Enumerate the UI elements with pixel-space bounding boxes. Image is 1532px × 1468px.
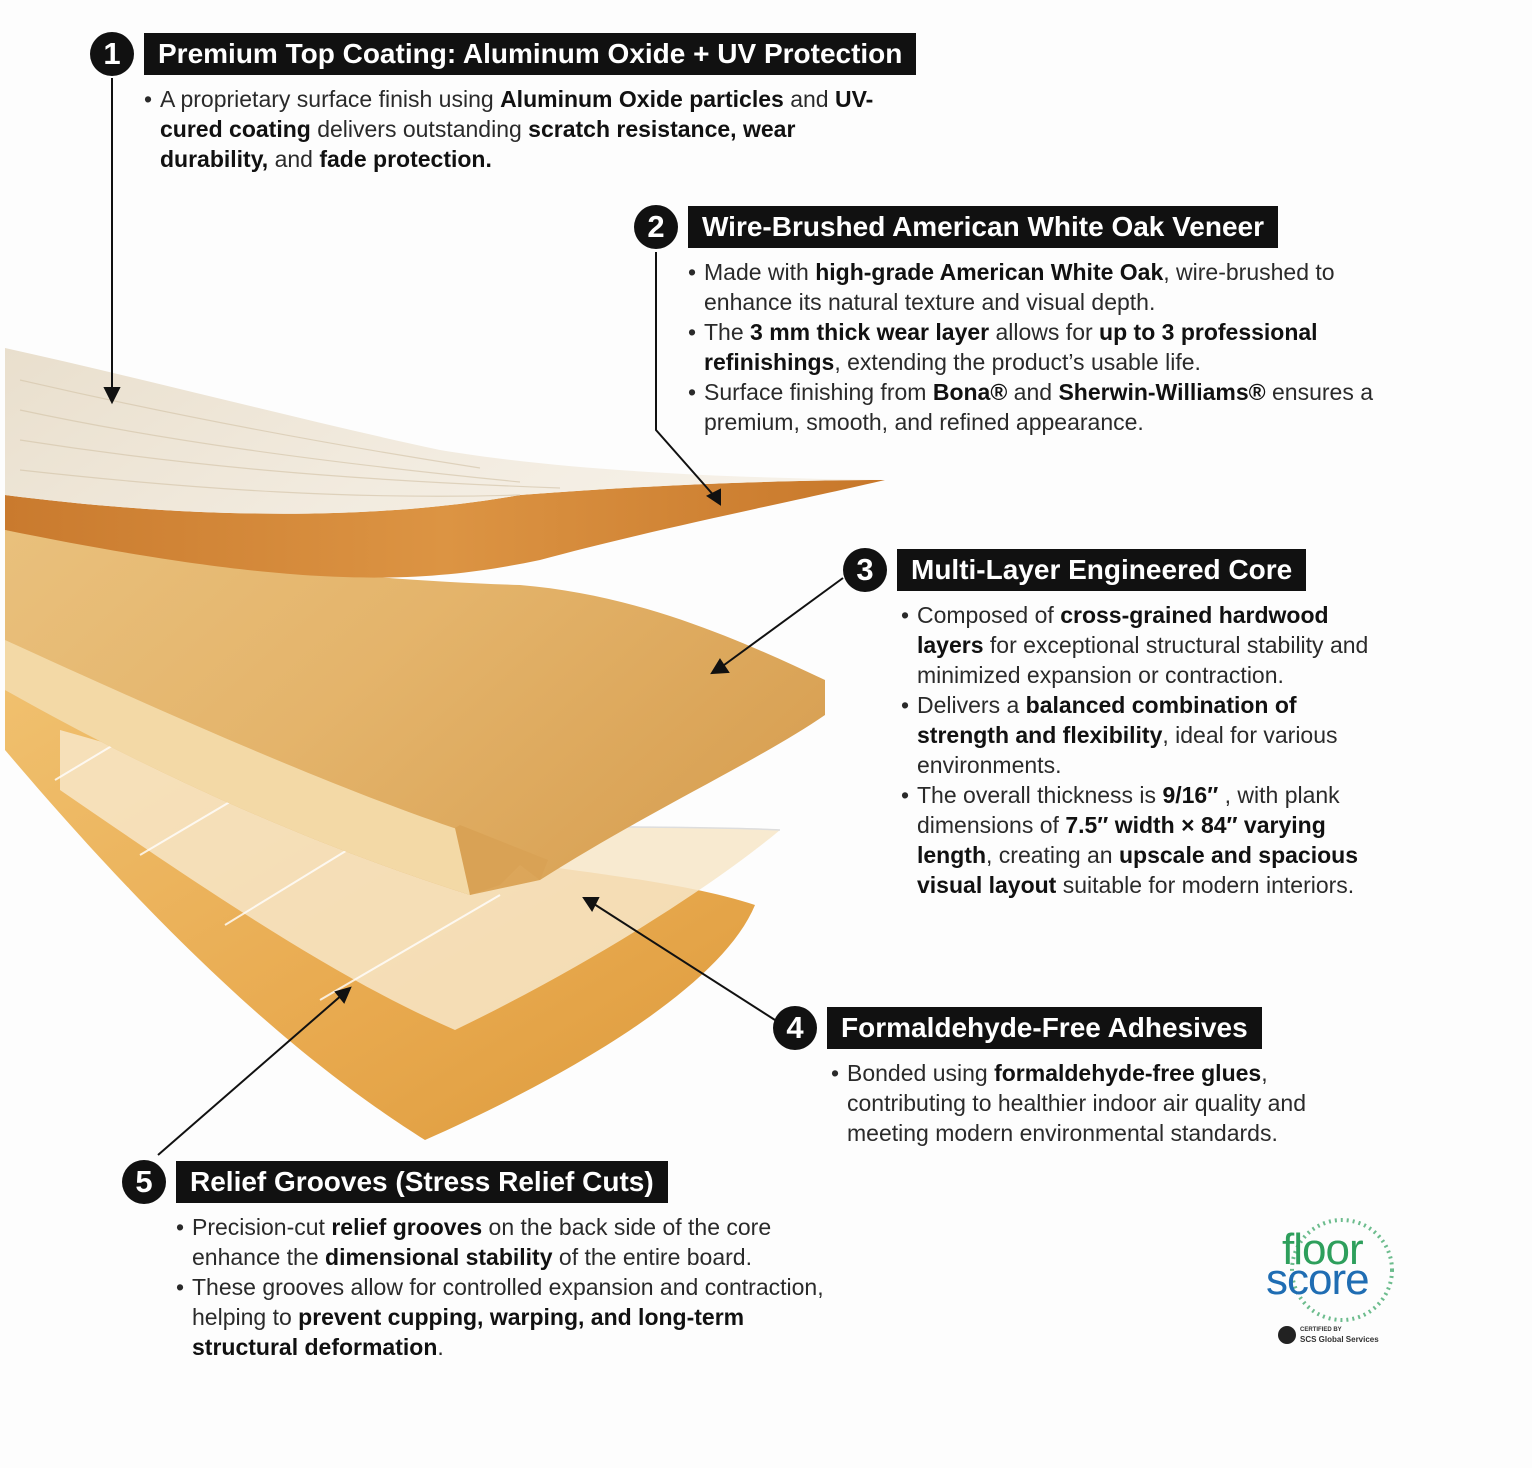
bullet-list: Precision-cut relief grooves on the back… xyxy=(176,1212,836,1362)
bullet-item: A proprietary surface finish using Alumi… xyxy=(144,84,904,174)
text-segment: A proprietary surface finish using xyxy=(160,86,501,112)
core-layer xyxy=(5,530,825,895)
bold-text: 7.5″ width × 84″ varying length xyxy=(917,812,1326,868)
bold-text: up to 3 professional refinishings xyxy=(704,319,1318,375)
callout-relief-grooves: 5 Relief Grooves (Stress Relief Cuts) Pr… xyxy=(122,1160,842,1362)
bullet-item: These grooves allow for controlled expan… xyxy=(176,1272,836,1362)
step-number-badge: 1 xyxy=(90,32,134,76)
bold-text: Sherwin-Williams® xyxy=(1058,379,1266,405)
text-segment: , ideal for various environments. xyxy=(917,722,1338,778)
callout-title: Multi-Layer Engineered Core xyxy=(897,549,1307,591)
bold-text: prevent cupping, warping, and long-term … xyxy=(192,1304,745,1360)
bullet-item: Delivers a balanced combination of stren… xyxy=(901,690,1391,780)
text-segment: and xyxy=(1007,379,1059,405)
callout-title: Relief Grooves (Stress Relief Cuts) xyxy=(176,1161,668,1203)
cert-line-1: CERTIFIED BY xyxy=(1300,1327,1342,1333)
scs-seal-icon xyxy=(1278,1326,1296,1344)
text-segment: Bonded using xyxy=(847,1060,995,1086)
bold-text: Bona® xyxy=(932,379,1008,405)
text-segment: and xyxy=(783,86,835,112)
text-segment: . xyxy=(437,1334,444,1360)
logo-word-floor: floor xyxy=(1282,1225,1364,1274)
text-segment: ensures a premium, smooth, and refined a… xyxy=(704,379,1374,435)
text-segment: allows for xyxy=(989,319,1100,345)
bold-text: high-grade American White Oak xyxy=(815,259,1164,285)
bullet-list: Made with high-grade American White Oak,… xyxy=(688,257,1378,437)
veneer-top-surface xyxy=(5,348,885,514)
step-number-badge: 5 xyxy=(122,1160,166,1204)
callout-title: Premium Top Coating: Aluminum Oxide + UV… xyxy=(144,33,917,75)
bold-text: 9/16″ xyxy=(1162,782,1219,808)
text-segment: , contributing to healthier indoor air q… xyxy=(847,1060,1307,1146)
bold-text: fade protection. xyxy=(319,146,492,172)
callout-adhesives: 4 Formaldehyde-Free Adhesives Bonded usi… xyxy=(773,1006,1373,1148)
tongue-groove-profile xyxy=(455,825,548,895)
bullet-item: Bonded using formaldehyde-free glues, co… xyxy=(831,1058,1361,1148)
bold-text: UV-cured coating xyxy=(160,86,874,142)
bullet-item: Composed of cross-grained hardwood layer… xyxy=(901,600,1391,690)
text-segment: suitable for modern interiors. xyxy=(1056,872,1355,898)
text-segment: Surface finishing from xyxy=(704,379,933,405)
floorscore-logo: floor score CERTIFIED BY SCS Global Serv… xyxy=(1252,1208,1432,1358)
cert-line-2: SCS Global Services xyxy=(1300,1335,1379,1344)
bold-text: formaldehyde-free glues xyxy=(994,1060,1262,1086)
callout-core: 3 Multi-Layer Engineered Core Composed o… xyxy=(843,548,1403,900)
callout-veneer: 2 Wire-Brushed American White Oak Veneer… xyxy=(634,205,1374,437)
bullet-item: The overall thickness is 9/16″ , with pl… xyxy=(901,780,1391,900)
text-segment: , extending the product’s usable life. xyxy=(834,349,1201,375)
logo-certification: CERTIFIED BY SCS Global Services xyxy=(1278,1326,1379,1344)
text-segment: , creating an xyxy=(986,842,1119,868)
bold-text: upscale and spacious visual layout xyxy=(917,842,1358,898)
wood-grain xyxy=(19,379,561,497)
callout-top-coating: 1 Premium Top Coating: Aluminum Oxide + … xyxy=(90,32,960,174)
logo-word-score: score xyxy=(1266,1255,1370,1304)
bold-text: balanced combination of strength and fle… xyxy=(917,692,1297,748)
bullet-item: Precision-cut relief grooves on the back… xyxy=(176,1212,836,1272)
leader-lines xyxy=(103,78,844,1156)
text-segment: of the entire board. xyxy=(552,1244,752,1270)
text-segment: Composed of xyxy=(917,602,1061,628)
veneer-edge xyxy=(5,480,885,578)
text-segment: for exceptional structural stability and… xyxy=(917,632,1369,688)
logo-dotted-ring xyxy=(1290,1218,1394,1322)
text-segment: The overall thickness is xyxy=(917,782,1163,808)
text-segment: and xyxy=(268,146,320,172)
bold-text: scratch resistance, wear durability, xyxy=(160,116,796,172)
core-front-edge xyxy=(5,640,470,895)
bold-text: cross-grained hardwood layers xyxy=(917,602,1329,658)
bold-text: 3 mm thick wear layer xyxy=(750,319,990,345)
bullet-item: The 3 mm thick wear layer allows for up … xyxy=(688,317,1378,377)
text-segment: Precision-cut xyxy=(192,1214,332,1240)
text-segment: , with plank dimensions of xyxy=(917,782,1340,838)
bullet-item: Surface finishing from Bona® and Sherwin… xyxy=(688,377,1378,437)
text-segment: on the back side of the core enhance the xyxy=(192,1214,772,1270)
bold-text: dimensional stability xyxy=(325,1244,553,1270)
text-segment: Delivers a xyxy=(917,692,1026,718)
callout-title: Formaldehyde-Free Adhesives xyxy=(827,1007,1262,1049)
text-segment: These grooves allow for controlled expan… xyxy=(192,1274,824,1330)
text-segment: , wire-brushed to enhance its natural te… xyxy=(704,259,1335,315)
text-segment: delivers outstanding xyxy=(310,116,529,142)
step-number-badge: 3 xyxy=(843,548,887,592)
bullet-list: Composed of cross-grained hardwood layer… xyxy=(901,600,1391,900)
bold-text: relief grooves xyxy=(331,1214,483,1240)
callout-title: Wire-Brushed American White Oak Veneer xyxy=(688,206,1278,248)
text-segment: Made with xyxy=(704,259,816,285)
bullet-list: A proprietary surface finish using Alumi… xyxy=(144,84,904,174)
step-number-badge: 4 xyxy=(773,1006,817,1050)
bullet-list: Bonded using formaldehyde-free glues, co… xyxy=(831,1058,1361,1148)
text-segment: The xyxy=(704,319,751,345)
bold-text: Aluminum Oxide particles xyxy=(500,86,784,112)
step-number-badge: 2 xyxy=(634,205,678,249)
bullet-item: Made with high-grade American White Oak,… xyxy=(688,257,1378,317)
